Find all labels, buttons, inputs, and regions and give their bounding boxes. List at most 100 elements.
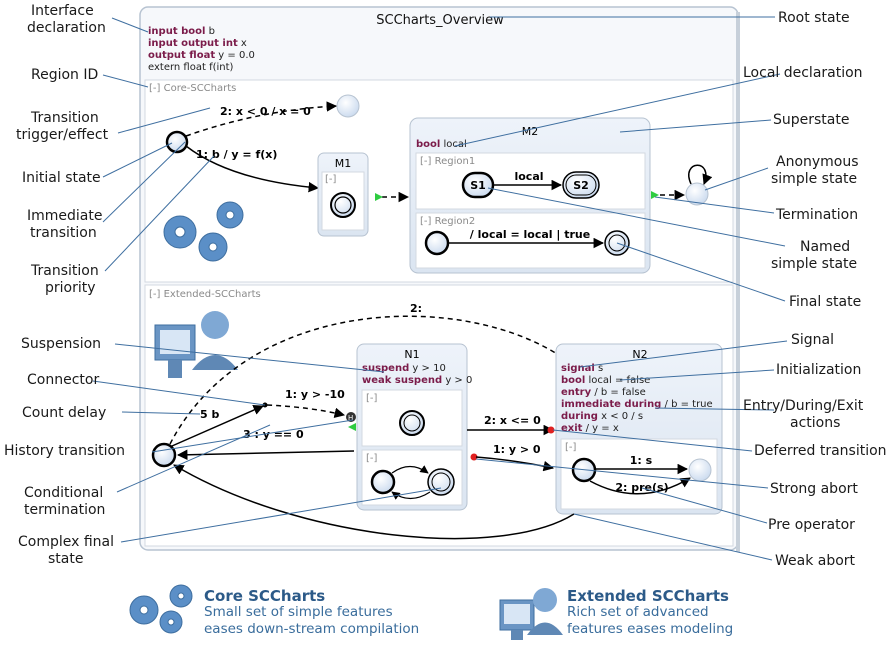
interface-declaration: input bool b input output int x output f…	[148, 26, 258, 73]
callout-initial-state: Initial state	[22, 170, 101, 186]
core-transition-priority-label: 1: b / y = f(x)	[196, 148, 277, 161]
strong-abort-marker	[470, 453, 478, 461]
s2-state[interactable]	[562, 171, 600, 199]
deferred-trigger: 2: x <= 0	[484, 414, 541, 427]
n2-name: N2	[632, 348, 647, 361]
m2-termination-marker	[651, 191, 659, 199]
core-region-label: [-] Core-SCCharts	[149, 83, 236, 94]
n2-declarations: signal s bool local = false entry / b = …	[561, 363, 716, 434]
strong-abort-transition[interactable]	[475, 456, 555, 472]
core-initial-state[interactable]	[165, 130, 189, 154]
anonymous-self-loop[interactable]	[688, 164, 713, 185]
callout-connector: Connector	[27, 372, 99, 388]
ext-weak-transition-top[interactable]	[169, 315, 575, 445]
callout-initialization: Initialization	[776, 362, 861, 378]
n1-loop-bottom[interactable]	[391, 491, 431, 500]
callout-final-state: Final state	[789, 294, 861, 310]
computer-user-icon	[154, 311, 238, 378]
callout-count-delay: Count delay	[22, 405, 106, 421]
callout-pre-operator: Pre operator	[768, 517, 855, 533]
history-marker-glyph: H	[348, 414, 353, 422]
n1-loop-top[interactable]	[391, 465, 429, 474]
callout-region-id: Region ID	[31, 67, 98, 83]
legend-core-line2: eases down-stream compilation	[204, 621, 420, 637]
n2-target-state[interactable]	[688, 458, 712, 482]
n2-region-label: [-]	[565, 442, 577, 453]
ext-to-connector[interactable]	[171, 404, 264, 447]
m2-region2-final-inner	[608, 234, 626, 252]
callout-strong-abort: Strong abort	[770, 481, 858, 497]
connector-trigger: 1: y > -10	[285, 388, 345, 401]
root-shadow	[736, 12, 740, 552]
m1-region-label: [-]	[325, 174, 337, 185]
gears-icon	[163, 201, 244, 262]
n1-region-b-label: [-]	[366, 453, 378, 464]
extended-region-label: [-] Extended-SCCharts	[149, 289, 261, 300]
core-transition-dashed[interactable]	[185, 101, 338, 137]
n1-name: N1	[404, 348, 419, 361]
m2-local-declaration: bool local	[416, 139, 467, 150]
root-title: SCCharts_Overview	[376, 13, 504, 28]
callout-local-declaration: Local declaration	[743, 65, 863, 81]
m2-region2-label: [-] Region2	[420, 216, 475, 227]
ext-initial-state[interactable]	[151, 442, 177, 468]
deferred-marker	[547, 426, 555, 434]
s1-s2-trigger: local	[514, 170, 543, 183]
m1-name: M1	[335, 157, 352, 170]
ext-top-priority: 2:	[410, 302, 422, 315]
region2-trigger: / local = local | true	[470, 228, 590, 241]
legend-ext-title: Extended SCCharts	[567, 587, 729, 605]
callout-weak-abort: Weak abort	[775, 553, 856, 569]
callout-history-transition: History transition	[4, 443, 125, 459]
history-trigger: 3 : y == 0	[243, 428, 304, 441]
anonymous-simple-state[interactable]	[685, 182, 709, 206]
n1-final-inner	[403, 414, 421, 432]
legend-core-line1: Small set of simple features	[204, 604, 393, 620]
callout-superstate: Superstate	[773, 112, 849, 128]
callout-suspension: Suspension	[21, 336, 101, 352]
legend-core-title: Core SCCharts	[204, 587, 326, 605]
s1-label: S1	[470, 179, 486, 192]
m2-region2-initial[interactable]	[424, 230, 450, 256]
n1-region-b-initial[interactable]	[370, 469, 396, 495]
n2-transition-pre-trigger: 2: pre(s)	[615, 481, 668, 494]
s2-final-inner	[565, 174, 597, 196]
count-delay-label: 5 b	[200, 408, 219, 421]
complex-final-inner	[431, 472, 451, 492]
connector-to-n1[interactable]	[266, 404, 346, 418]
history-transition[interactable]	[176, 449, 355, 461]
strong-abort-trigger: 1: y > 0	[493, 443, 541, 456]
callout-root-state: Root state	[778, 10, 850, 26]
legend-gears-icon	[129, 584, 193, 634]
legend-ext-line1: Rich set of advanced	[567, 604, 709, 620]
callout-deferred-transition: Deferred transition	[754, 443, 887, 459]
callout-termination: Termination	[775, 207, 858, 223]
legend-ext-desc: Rich set of advanced features eases mode…	[567, 604, 733, 638]
n2-transition-s-trigger: 1: s	[630, 454, 653, 467]
legend-computer-user-icon	[499, 588, 563, 640]
callout-lines	[92, 16, 788, 561]
core-transition-to-m1[interactable]	[185, 145, 320, 193]
n1-region-a-label: [-]	[366, 393, 378, 404]
conditional-termination-marker	[348, 423, 356, 431]
legend-core-desc: Small set of simple features eases down-…	[204, 604, 419, 638]
m1-termination-marker	[375, 193, 383, 201]
history-marker	[346, 412, 356, 422]
core-anon-state-top[interactable]	[336, 94, 360, 118]
callout-signal: Signal	[791, 332, 834, 348]
m1-final-inner	[334, 196, 352, 214]
s1-state[interactable]	[461, 171, 495, 199]
weak-abort-transition[interactable]	[173, 464, 575, 540]
n1-suspension: suspend y > 10 weak suspend y > 0	[362, 363, 472, 386]
n2-transition-pre[interactable]	[589, 477, 691, 495]
m2-region1	[415, 152, 646, 210]
